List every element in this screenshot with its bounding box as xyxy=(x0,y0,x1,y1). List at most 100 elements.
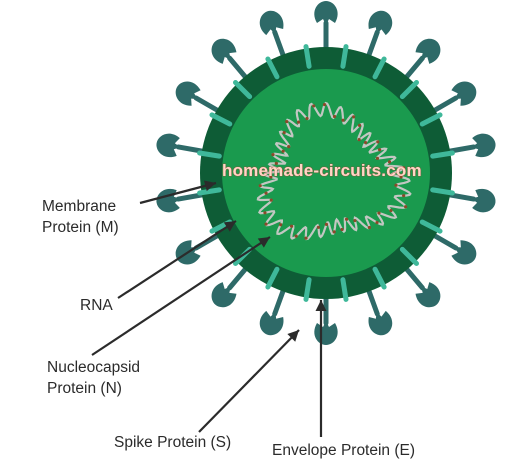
membrane-label-line1: Membrane xyxy=(42,198,117,215)
spike-head xyxy=(415,282,441,308)
envelope-protein-mark xyxy=(419,112,443,127)
envelope-protein-mark xyxy=(419,219,443,234)
envelope-protein-mark xyxy=(197,187,222,196)
envelope-protein-mark xyxy=(265,266,280,290)
arrow-shaft xyxy=(91,236,271,356)
nucleocapsid-protein-dot xyxy=(312,104,316,108)
spike-head xyxy=(314,1,338,25)
spike-head xyxy=(451,81,477,106)
nucleocapsid-protein-dot xyxy=(269,198,273,202)
envelope-protein-mark xyxy=(197,150,222,159)
label-arrows xyxy=(91,180,327,437)
nucleocapsid-protein-dot xyxy=(316,225,321,229)
nucleocapsid-protein-dot xyxy=(332,230,336,234)
spike-protein xyxy=(363,10,393,65)
nucleocapsid-protein-dot xyxy=(376,140,380,144)
nucleocapsid-protein-dot xyxy=(305,116,309,121)
nucleocapsid-protein-dot xyxy=(344,217,349,221)
spike-head xyxy=(156,133,181,157)
nucleocapsid-protein-dot xyxy=(279,223,283,227)
nucleocapsid-protein-dot xyxy=(357,123,362,128)
envelope-protein-mark xyxy=(340,44,349,69)
nucleocapsid-protein-dot xyxy=(357,138,361,142)
nucleocapsid-protein-dot xyxy=(289,224,294,228)
nucleocapsid-protein-dot xyxy=(399,175,403,179)
nucleocapsid-protein-dot xyxy=(281,149,285,153)
spike-protein xyxy=(363,281,393,336)
nucleocapsid-protein-dot xyxy=(263,211,267,215)
nucleocapsid-protein-dot xyxy=(324,222,329,226)
spike-protein xyxy=(175,229,227,265)
spike-head xyxy=(471,189,496,213)
nucleocapsid-protein-dot xyxy=(394,183,398,187)
nucleocapsid-label-line2: Protein (N) xyxy=(47,380,122,397)
arrow-head xyxy=(287,330,299,342)
nucleocapsid-protein-dot xyxy=(377,148,382,152)
spike-protein xyxy=(425,81,477,117)
spike-protein xyxy=(314,288,338,345)
envelope-protein-mark xyxy=(372,56,387,80)
nucleocapsid-protein-dot xyxy=(375,220,379,225)
nucleocapsid-protein-dot xyxy=(274,161,278,165)
nucleocapsid-protein-dot xyxy=(304,236,308,240)
envelope-protein-mark xyxy=(430,150,455,159)
spike-head xyxy=(415,38,441,64)
nucleocapsid-protein-dot xyxy=(282,130,286,135)
nucleocapsid-protein-dot xyxy=(340,227,344,232)
envelope-protein-mark xyxy=(430,187,455,196)
spike-protein xyxy=(259,281,289,336)
nucleocapsid-label-line1: Nucleocapsid xyxy=(47,359,141,376)
arrow-shaft xyxy=(117,220,237,299)
nucleocapsid-protein-dot xyxy=(389,208,393,213)
viral-core xyxy=(222,69,430,277)
envelope-protein-mark xyxy=(209,112,233,127)
spike-protein xyxy=(425,229,477,265)
spike-protein xyxy=(259,10,289,65)
spike-protein-label: Spike Protein (S) xyxy=(114,434,232,451)
spike-protein xyxy=(399,260,441,308)
arrow-shaft xyxy=(139,181,217,205)
rna-label: RNA xyxy=(80,297,113,314)
spike-head xyxy=(175,81,201,106)
nucleocapsid-protein-dot xyxy=(269,175,273,179)
watermark: homemade-circuits.com xyxy=(222,161,422,180)
spike-head xyxy=(368,10,393,36)
spike-head xyxy=(259,310,284,336)
nucleocapsid-protein-dot xyxy=(402,194,406,198)
nucleocapsid-protein-dot xyxy=(341,118,345,122)
envelope-arrow xyxy=(315,300,327,437)
nucleocapsid-protein-dot xyxy=(264,222,268,226)
arrow-head xyxy=(223,221,236,232)
nucleocapsid-arrow xyxy=(91,236,271,356)
membrane-protein-label: Membrane Protein (M) xyxy=(42,196,119,238)
rna-arrow xyxy=(117,220,237,299)
nucleocapsid-protein-dot xyxy=(404,205,408,209)
arrow-head xyxy=(257,237,270,248)
envelope-protein-label: Envelope Protein (E) xyxy=(272,442,416,459)
envelope-protein-mark xyxy=(303,44,312,69)
nucleocapsid-protein-dot xyxy=(332,114,337,119)
envelope-protein-mark xyxy=(340,277,349,302)
spike-head xyxy=(211,282,237,308)
nucleocapsid-protein-dot xyxy=(294,234,298,238)
nucleocapsid-protein-dot xyxy=(285,119,289,124)
spike-protein xyxy=(211,38,253,86)
nucleocapsid-protein-dot xyxy=(271,152,275,157)
nucleocapsid-protein-dot xyxy=(375,156,380,160)
nucleocapsid-protein-dot xyxy=(322,103,327,107)
spike-head xyxy=(451,240,477,265)
nucleocapsid-protein-dot xyxy=(287,145,291,149)
arrow-head xyxy=(203,180,216,192)
spike-head xyxy=(259,10,284,36)
envelope-protein-mark xyxy=(303,277,312,302)
nucleocapsid-protein-dot xyxy=(258,184,262,188)
envelope-protein-mark xyxy=(232,79,253,100)
spike-protein xyxy=(399,38,441,86)
envelope-protein-mark xyxy=(265,56,280,80)
spike-head xyxy=(471,133,496,157)
spike-head xyxy=(368,310,393,336)
arrow-head xyxy=(315,300,327,311)
nucleocapsid-protein-dot xyxy=(387,160,392,164)
